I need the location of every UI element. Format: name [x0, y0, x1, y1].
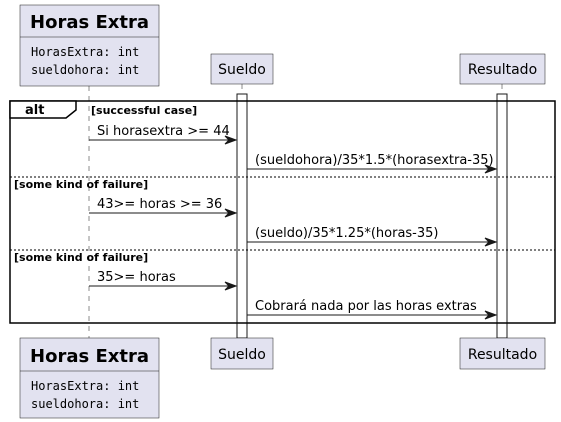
message-label: Cobrará nada por las horas extras	[255, 299, 477, 314]
participant-horas-extra-bottom: Horas Extra HorasExtra: int sueldohora: …	[19, 337, 160, 419]
message-6: Cobrará nada por las horas extras	[247, 299, 498, 320]
participant-box	[19, 337, 160, 419]
participant-resultado-top: Resultado	[459, 53, 546, 85]
participant-horas-extra-top: Horas Extra HorasExtra: int sueldohora: …	[19, 4, 160, 87]
arrow-head	[484, 310, 498, 320]
participant-label: Sueldo	[218, 62, 266, 78]
message-2: (sueldohora)/35*1.5*(horasextra-35)	[247, 153, 498, 174]
participant-box	[210, 53, 274, 85]
alt-tab	[9, 100, 77, 119]
activation-sueldo	[236, 93, 248, 339]
participant-label: Resultado	[468, 62, 537, 78]
guard-successful-case: [successful case]	[91, 104, 197, 117]
arrow-head	[224, 135, 238, 145]
arrow-head	[224, 208, 238, 218]
participant-field: sueldohora: int	[31, 63, 139, 77]
alt-fragment: alt [successful case] [some kind of fail…	[9, 100, 556, 324]
message-label: (sueldohora)/35*1.5*(horasextra-35)	[255, 153, 494, 168]
participant-field: HorasExtra: int	[31, 379, 139, 393]
participant-label: Sueldo	[218, 347, 266, 363]
message-1: Si horasextra >= 44	[89, 124, 238, 145]
alt-frame	[9, 100, 556, 324]
participant-label: Resultado	[468, 347, 537, 363]
guard-failure-1: [some kind of failure]	[14, 178, 148, 191]
message-label: Si horasextra >= 44	[97, 124, 230, 139]
participant-box	[210, 337, 274, 370]
arrow-head	[484, 164, 498, 174]
arrow-head	[484, 237, 498, 247]
participant-field: HorasExtra: int	[31, 45, 139, 59]
guard-failure-2: [some kind of failure]	[14, 251, 148, 264]
message-label: (sueldo)/35*1.25*(horas-35)	[255, 226, 439, 241]
message-5: 35>= horas	[89, 270, 238, 291]
message-3: 43>= horas >= 36	[89, 197, 238, 218]
participant-field: sueldohora: int	[31, 397, 139, 411]
participant-title: Horas Extra	[30, 346, 149, 367]
arrow-head	[224, 281, 238, 291]
activation-resultado	[496, 93, 508, 339]
message-4: (sueldo)/35*1.25*(horas-35)	[247, 226, 498, 247]
participant-resultado-bottom: Resultado	[459, 337, 546, 370]
participant-sueldo-top: Sueldo	[210, 53, 274, 85]
message-label: 43>= horas >= 36	[97, 197, 222, 212]
participant-box	[459, 53, 546, 85]
participant-sueldo-bottom: Sueldo	[210, 337, 274, 370]
alt-keyword: alt	[25, 103, 44, 118]
participant-box	[459, 337, 546, 370]
participant-title: Horas Extra	[30, 12, 149, 33]
message-label: 35>= horas	[97, 270, 176, 285]
participant-box	[19, 4, 160, 87]
